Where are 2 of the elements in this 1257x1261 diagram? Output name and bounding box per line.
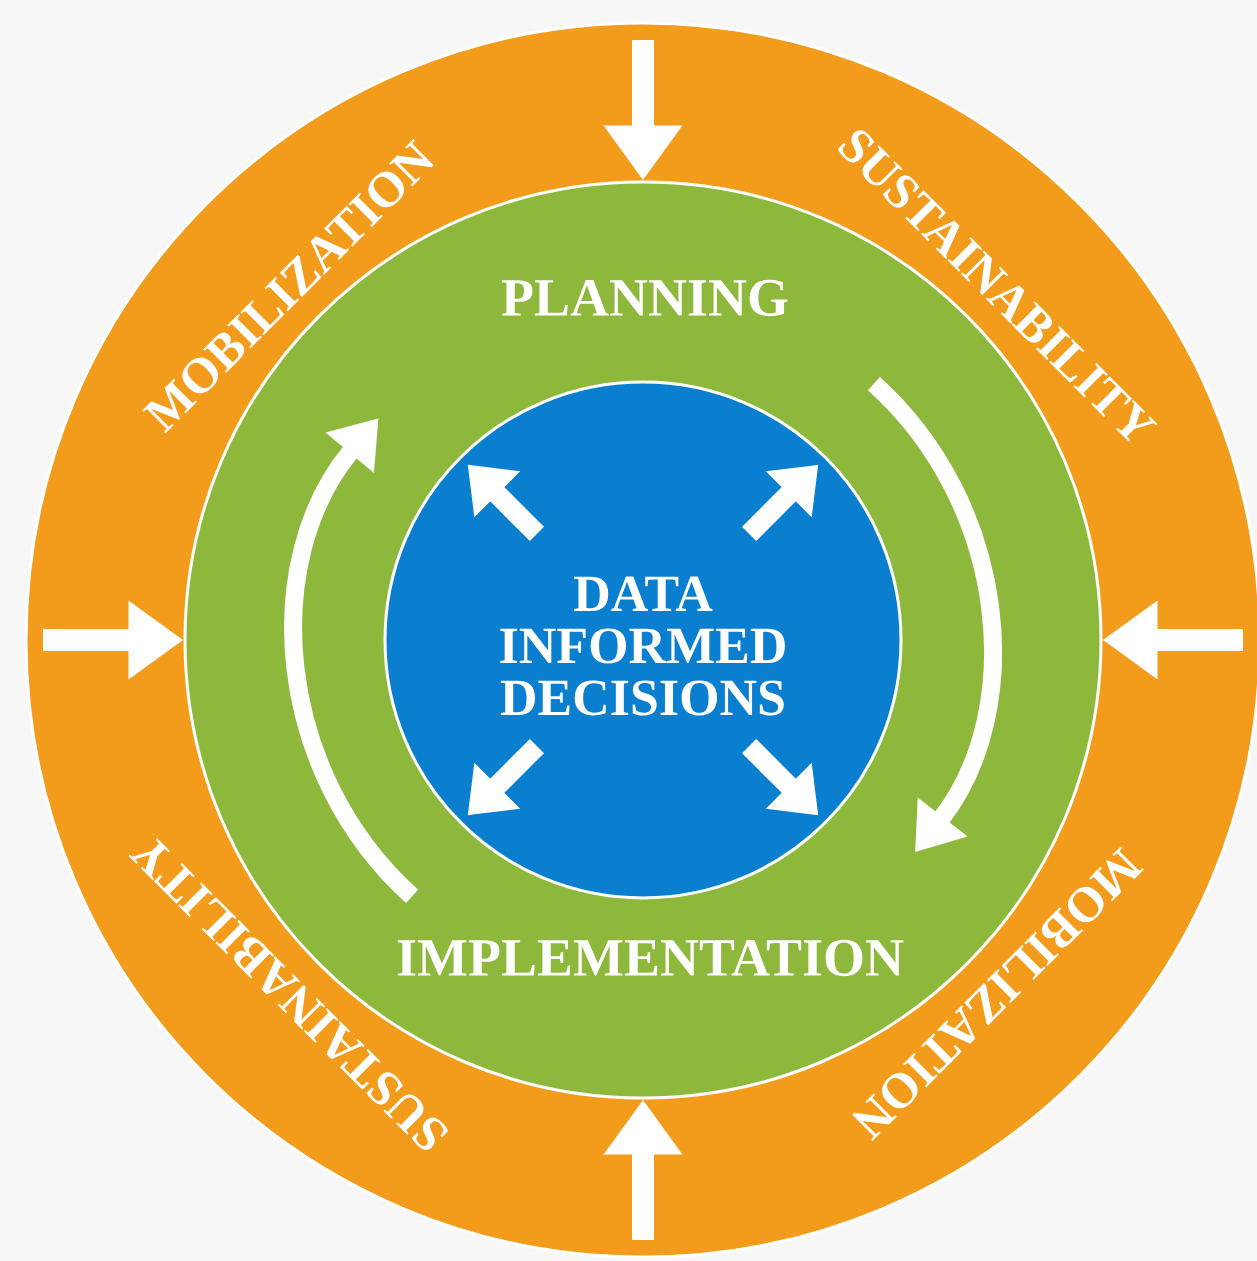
center-label: DATA INFORMED DECISIONS (500, 576, 785, 716)
stage-label: PLANNING (501, 279, 788, 317)
